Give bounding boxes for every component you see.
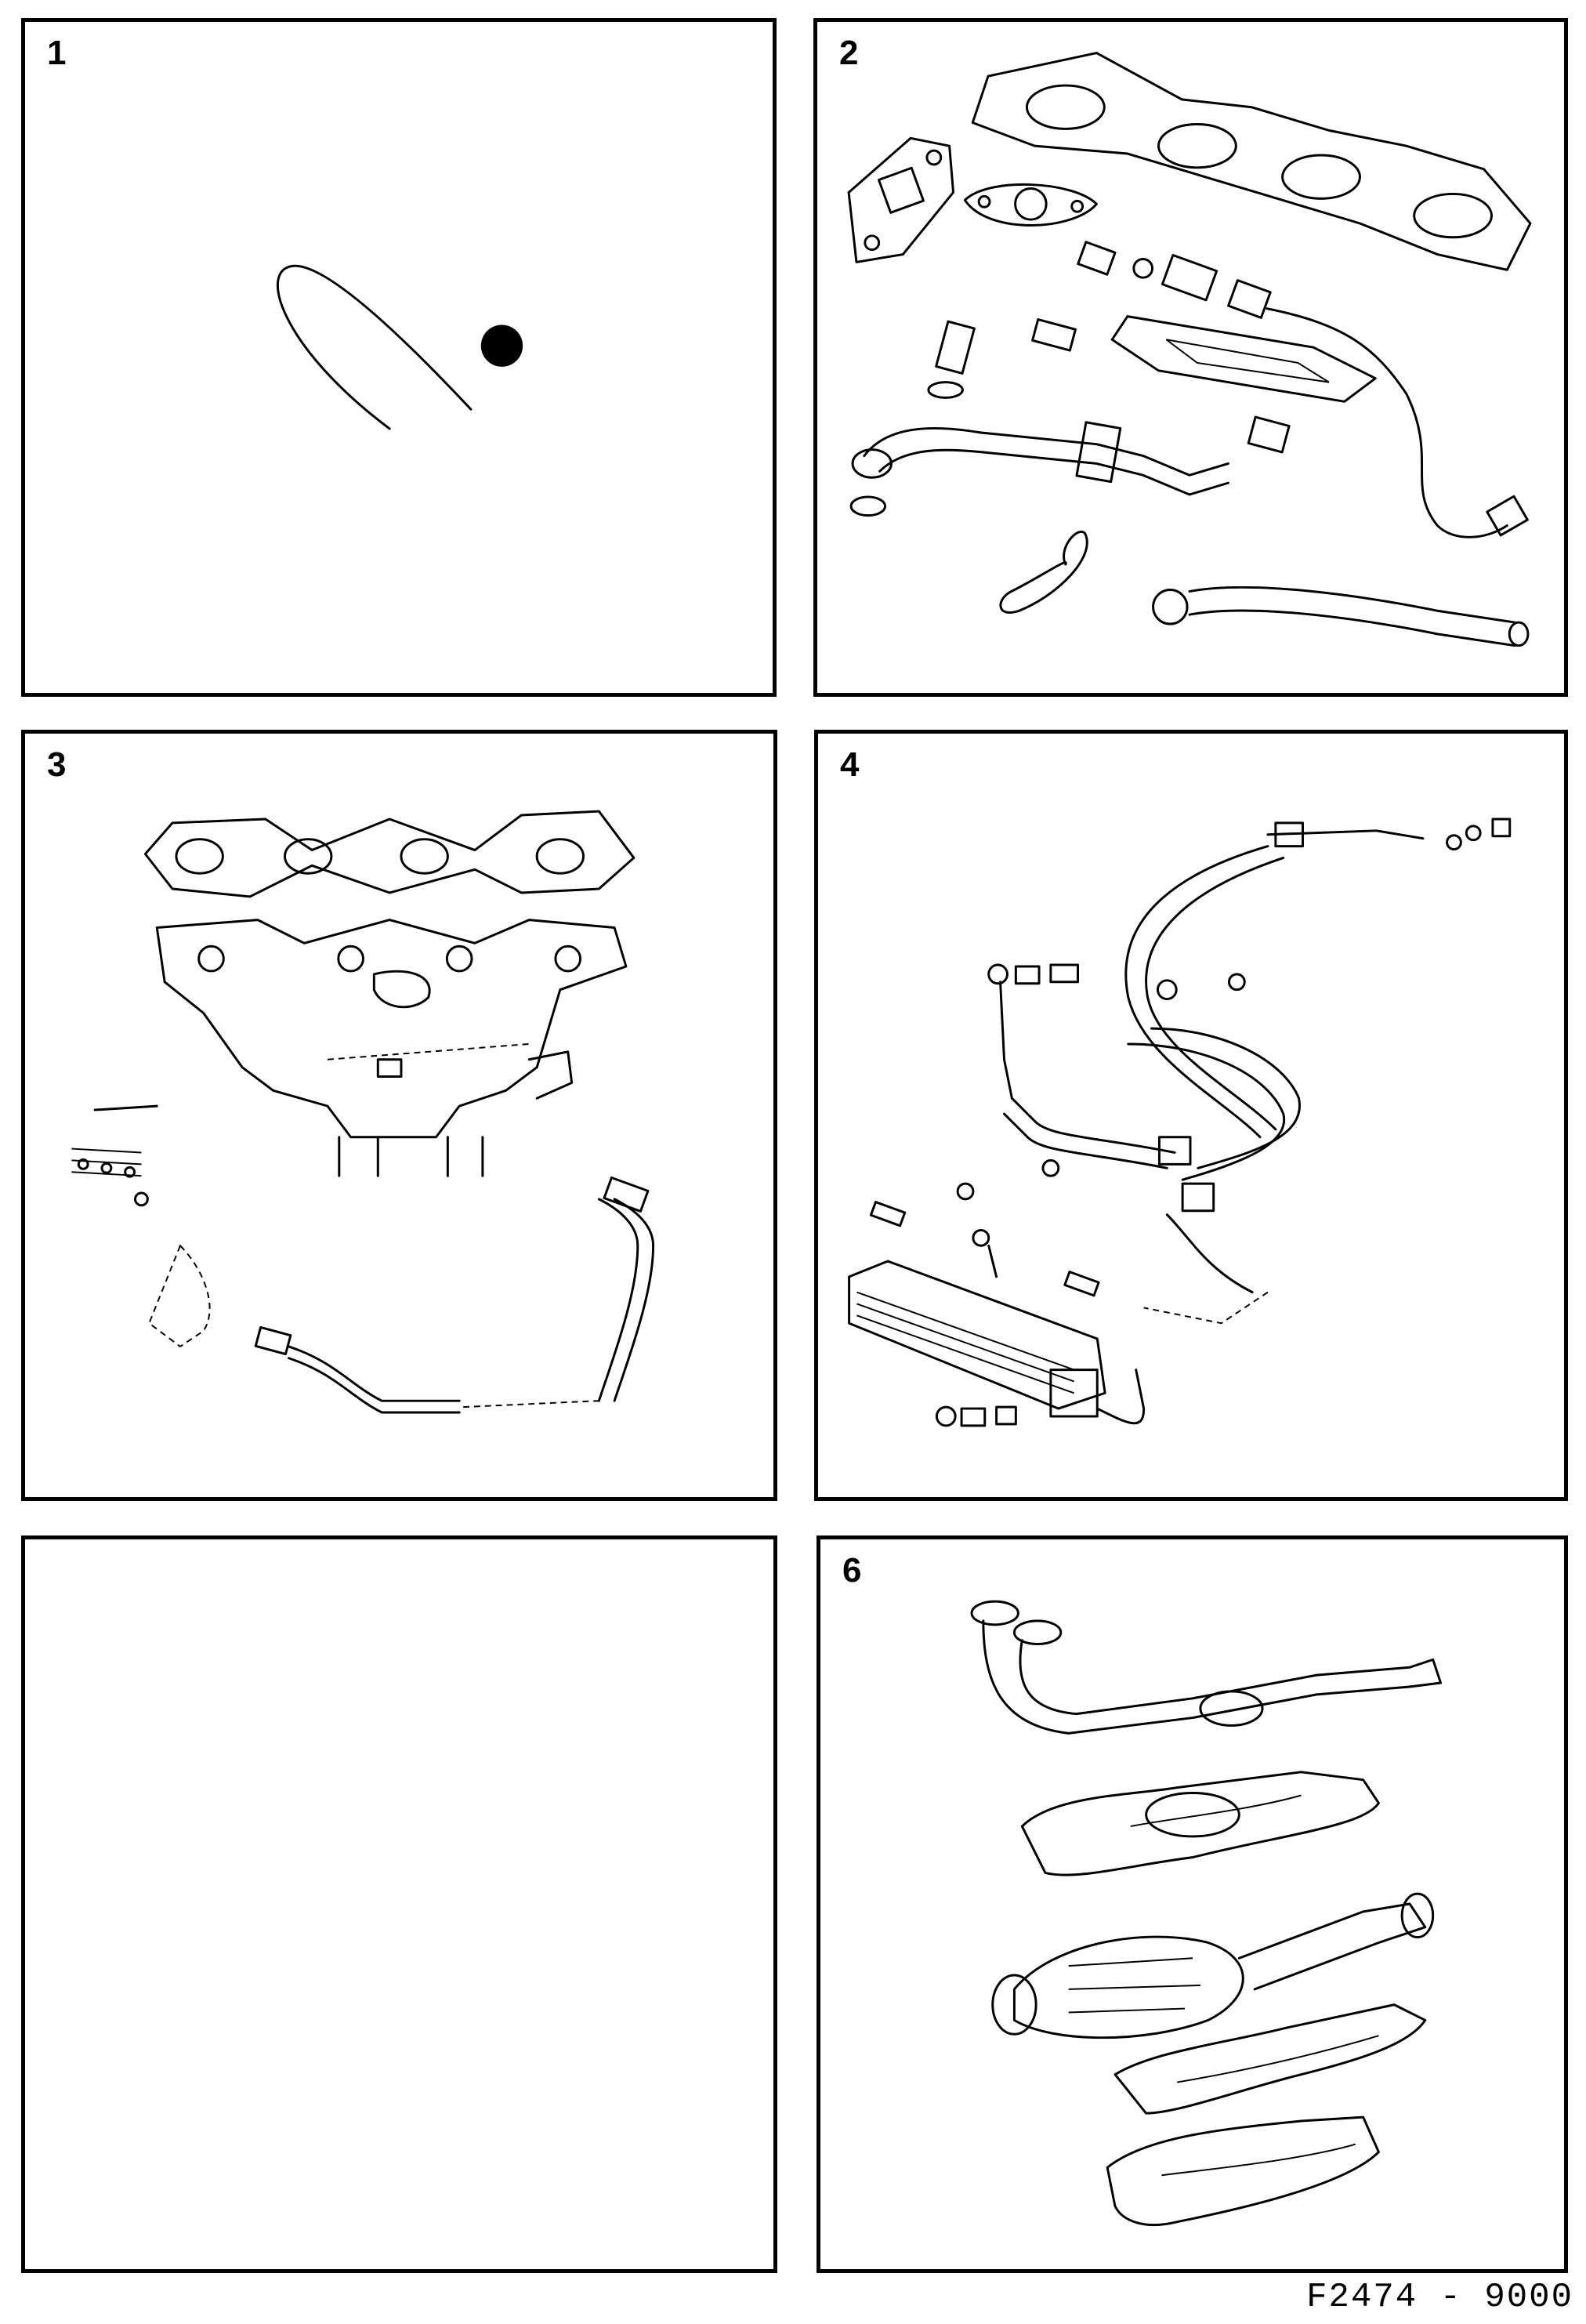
bracket-a bbox=[869, 1201, 907, 1227]
oil-lines bbox=[1003, 845, 1301, 1181]
manifold-gasket bbox=[971, 52, 1532, 271]
bracket-b bbox=[1063, 1271, 1100, 1297]
lower-heat-shield bbox=[1106, 2116, 1380, 2226]
curved-stroke bbox=[276, 264, 473, 430]
manifold-gasket bbox=[143, 810, 635, 898]
panel-4: 4 bbox=[814, 730, 1568, 1501]
panel-number: 3 bbox=[47, 745, 67, 784]
panel-4-drawing bbox=[848, 818, 1512, 1427]
catalytic-converter bbox=[991, 1892, 1435, 2039]
drawing-code: F2474 - 9000 bbox=[1306, 2278, 1573, 2317]
banjo-bolt bbox=[927, 320, 976, 399]
panel-2: 2 bbox=[813, 18, 1568, 697]
oil-gasket bbox=[963, 183, 1098, 227]
panel-1: 1 bbox=[21, 18, 777, 697]
flange-gasket bbox=[847, 136, 955, 263]
short-hose bbox=[999, 531, 1088, 614]
panel-1-drawing bbox=[276, 264, 523, 430]
sensor-lead bbox=[148, 1176, 655, 1414]
middle-heat-shield bbox=[1113, 2003, 1427, 2115]
panel-number: 6 bbox=[842, 1551, 862, 1590]
dark-dot bbox=[480, 324, 523, 367]
panel-6-drawing bbox=[970, 1600, 1443, 2226]
union-a bbox=[1156, 979, 1178, 1001]
exhaust-manifold bbox=[155, 919, 628, 1139]
panel-number: 2 bbox=[839, 34, 859, 72]
panel-5 bbox=[21, 1535, 777, 2273]
tee-a bbox=[1157, 1136, 1192, 1166]
lower-dash bbox=[1143, 1291, 1269, 1325]
studs bbox=[338, 1136, 484, 1177]
bottom-bolt bbox=[935, 1405, 1017, 1427]
panel-3: 3 bbox=[21, 730, 777, 1501]
panel-number: 4 bbox=[840, 745, 860, 784]
union-b bbox=[1228, 973, 1246, 992]
adapter-b bbox=[1247, 415, 1291, 454]
upper-heat-shield bbox=[1020, 1771, 1380, 1876]
plate-gasket bbox=[1110, 315, 1377, 403]
long-hose bbox=[1152, 586, 1530, 647]
oil-cooler bbox=[848, 1158, 1146, 1425]
tee-b bbox=[1181, 1182, 1215, 1213]
front-pipe bbox=[970, 1600, 1443, 1735]
top-fittings bbox=[1266, 818, 1512, 851]
lower-hose bbox=[1165, 1213, 1254, 1294]
left-bolt bbox=[987, 963, 1080, 1100]
adapter-a bbox=[1031, 318, 1077, 352]
panel-6: 6 bbox=[817, 1535, 1568, 2273]
bracket-and-nuts bbox=[71, 1104, 158, 1207]
fittings-top bbox=[1077, 241, 1529, 538]
panel-3-drawing bbox=[71, 810, 655, 1414]
panel-2-drawing bbox=[847, 52, 1532, 647]
panel-number: 1 bbox=[47, 34, 67, 72]
oil-return-pipe bbox=[849, 421, 1229, 517]
